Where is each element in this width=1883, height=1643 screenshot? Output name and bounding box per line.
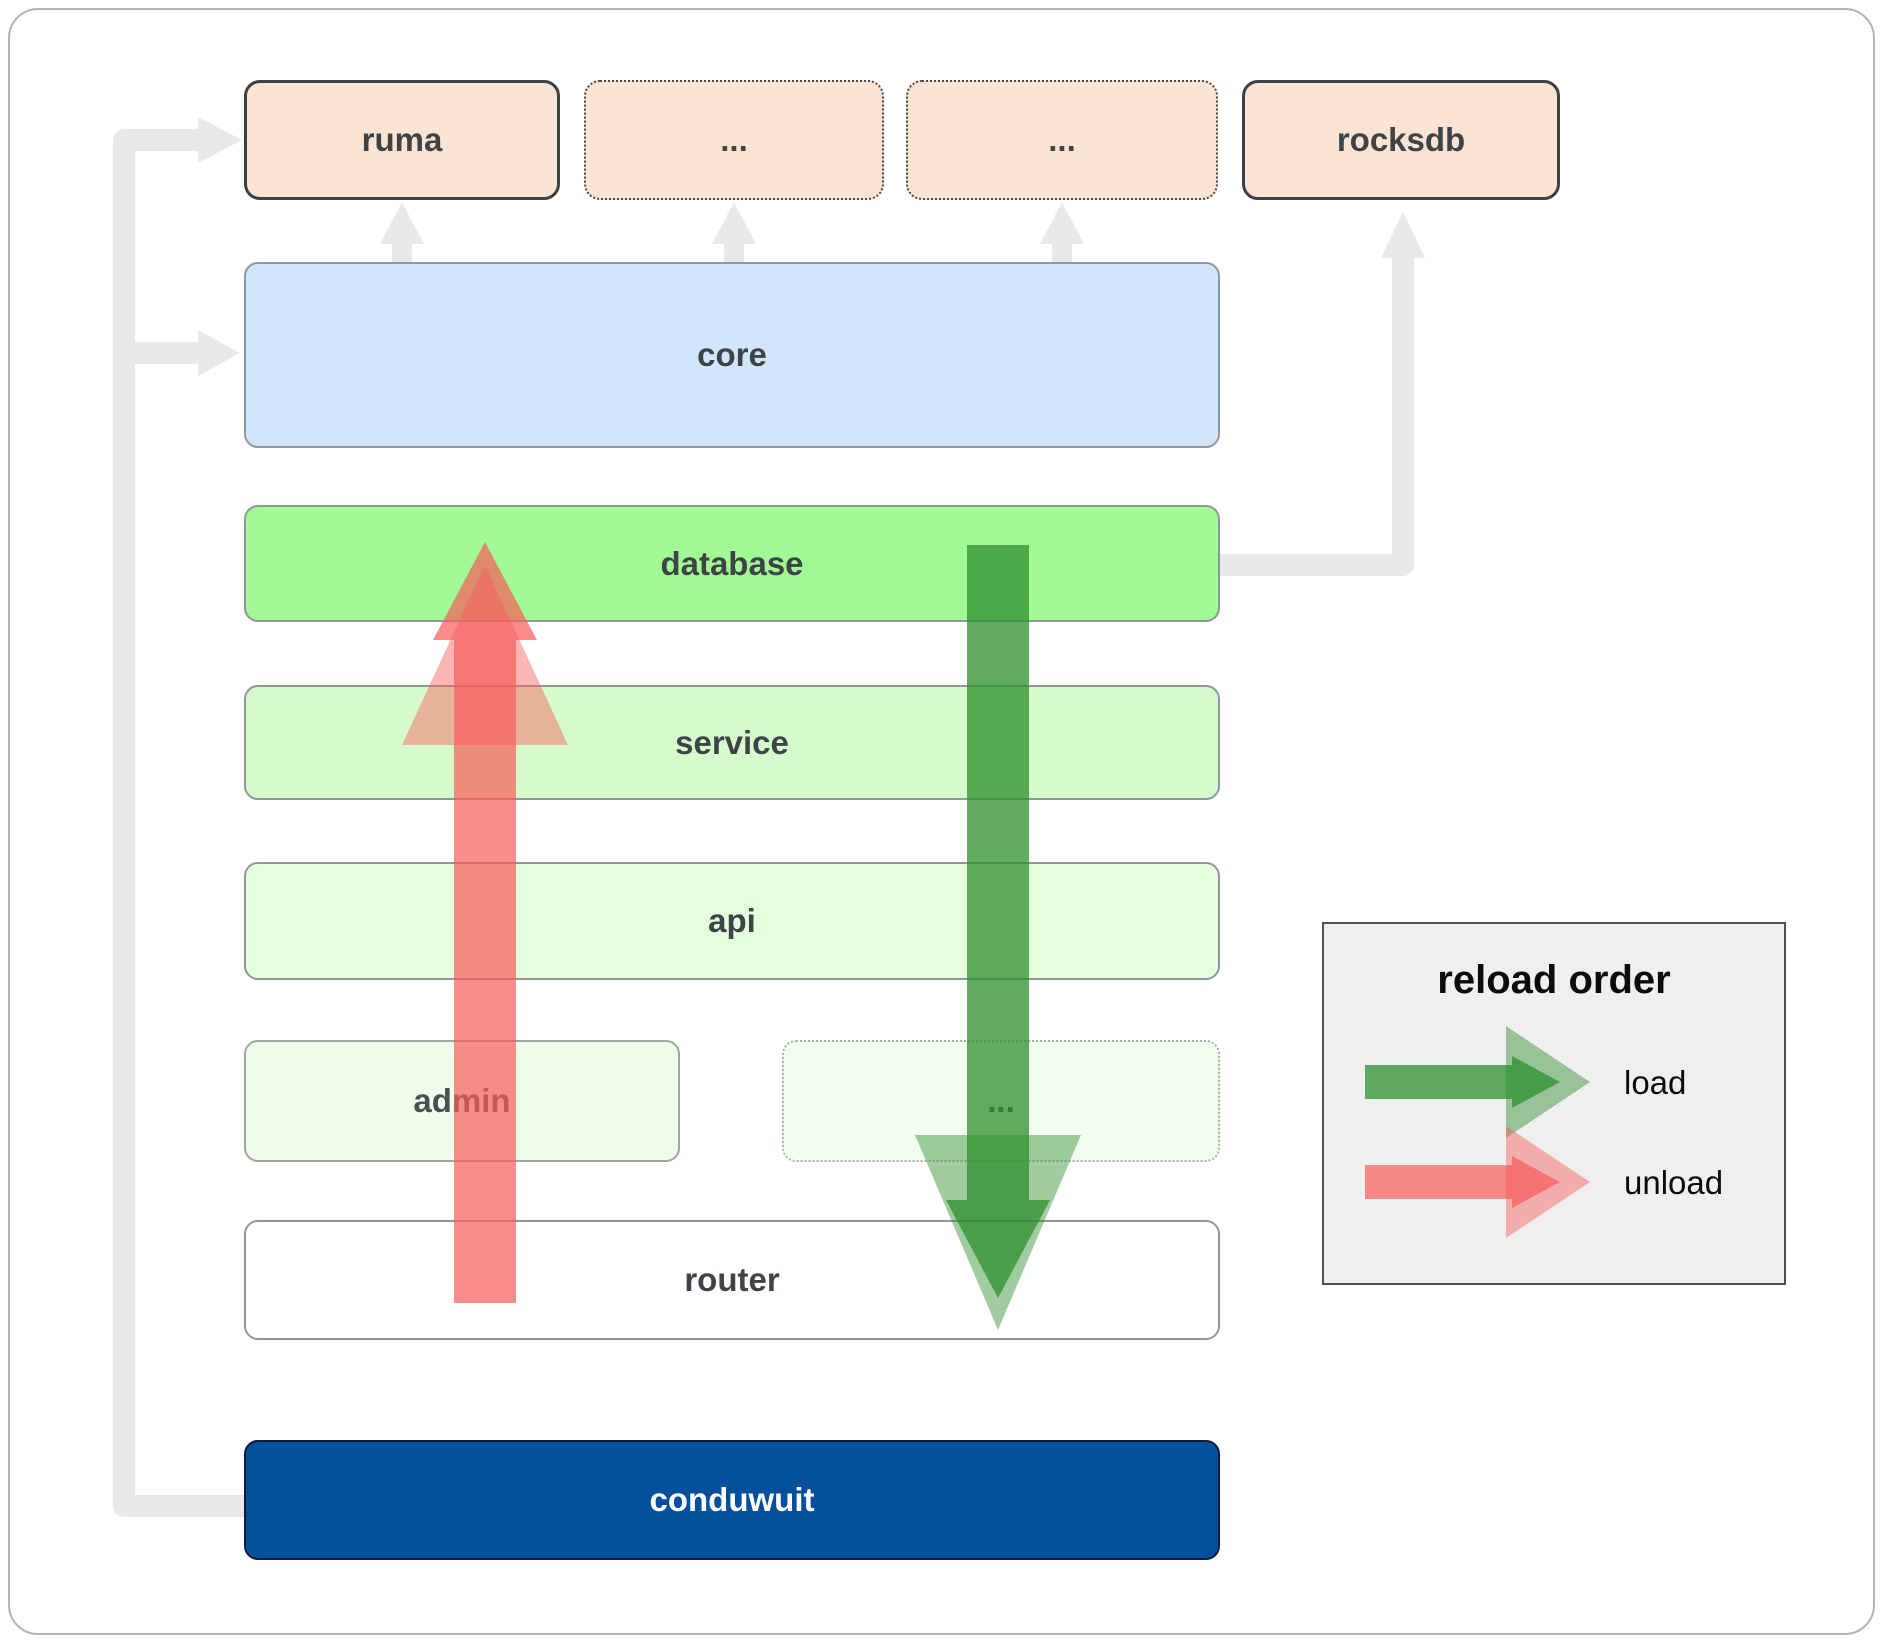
node-ellipsis-top-right-label: ... [1048,121,1076,158]
node-api-label: api [708,902,756,939]
node-conduwuit: conduwuit [244,1440,1220,1560]
node-ruma: ruma [244,80,560,200]
node-core-label: core [697,336,767,373]
node-rocksdb: rocksdb [1242,80,1560,200]
unload-arrow-head-icon [402,565,568,745]
node-core: core [244,262,1220,448]
node-database: database [244,505,1220,622]
core-to-ellipsis1-arrowhead-icon [712,202,756,244]
node-ruma-label: ruma [361,121,443,158]
legend-reload-order: reload order load unload [1322,922,1786,1285]
node-router: router [244,1220,1220,1340]
unload-arrow [433,542,537,1303]
node-ellipsis-top-left: ... [584,80,884,200]
legend-load-arrow-head-icon [1506,1026,1590,1138]
load-arrow-head-icon [915,1135,1081,1330]
database-to-rocksdb-connector [1220,256,1414,576]
rocksdb-arrowhead-icon [1381,212,1425,258]
legend-load-label: load [1624,1064,1687,1101]
legend-unload-arrow-head-icon [1506,1126,1590,1238]
node-ellipsis-top-right: ... [906,80,1218,200]
node-service-label: service [675,723,789,761]
core-to-ellipsis2-arrowhead-icon [1040,202,1084,244]
core-to-ruma-arrowhead-icon [380,202,424,244]
conduwuit-to-ruma-connector [113,129,244,1517]
node-ellipsis-top-left-label: ... [720,121,748,158]
node-api: api [244,862,1220,980]
node-database-label: database [660,544,804,582]
load-arrow [946,545,1050,1298]
node-rocksdb-label: rocksdb [1336,121,1466,158]
node-service: service [244,685,1220,800]
node-router-label: router [684,1261,780,1298]
core-arrowhead-icon [198,330,240,376]
node-conduwuit-label: conduwuit [649,1481,815,1518]
ruma-arrowhead-icon [198,117,242,163]
legend-title: reload order [1437,958,1671,1002]
legend-unload-arrow-icon [1365,1156,1560,1208]
legend-unload-label: unload [1624,1164,1724,1201]
legend-load-arrow-icon [1365,1056,1560,1108]
